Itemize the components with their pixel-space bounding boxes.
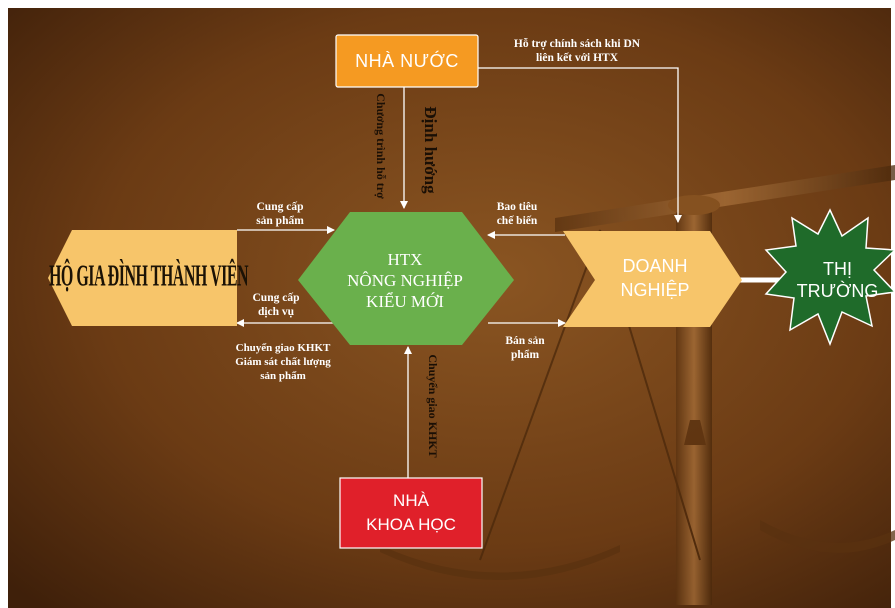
label-chuyen-giao-khkt: Chuyển giao KHKT [424, 346, 440, 466]
label-ban-san-pham: Bán sản phẩm [494, 334, 556, 362]
label-chuyen-giao-khkt-text: Chuyển giao KHKT [426, 354, 440, 457]
label-cung-cap-san-pham: Cung cấp sản phẩm [244, 200, 316, 228]
label-chuong-trinh-ho-tro-text: Chương trình hỗ trợ [374, 93, 388, 199]
doanh-nghiep-label: DOANH NGHIỆP [600, 240, 710, 316]
label-cung-cap-san-pham-line-1: Cung cấp [244, 200, 316, 214]
thi-truong-label: THỊ TRƯỜNG [780, 250, 895, 310]
label-bao-tieu-che-bien-line-1: Bao tiêu [486, 200, 548, 214]
htx-line-3: KIỂU MỚI [366, 291, 444, 312]
doanh-nghiep-line-2: NGHIỆP [620, 278, 689, 302]
label-cung-cap-dich-vu-line-2: dịch vụ [240, 305, 312, 319]
thi-truong-line-2: TRƯỜNG [797, 280, 879, 302]
thi-truong-line-1: THỊ [823, 258, 852, 280]
htx-line-1: HTX [388, 249, 423, 270]
label-cung-cap-dich-vu-line-1: Cung cấp [240, 291, 312, 305]
label-dinh-huong-text: Định hướng [421, 106, 440, 193]
nha-khoa-hoc-line-2: KHOA HỌC [366, 513, 456, 537]
nha-nuoc-label: NHÀ NƯỚC [336, 35, 478, 87]
htx-line-2: NÔNG NGHIỆP [347, 270, 463, 291]
doanh-nghiep-line-1: DOANH [622, 254, 687, 278]
label-dinh-huong: Định hướng [420, 90, 440, 210]
nha-nuoc-text: NHÀ NƯỚC [355, 51, 459, 72]
nha-khoa-hoc-line-1: NHÀ [393, 489, 429, 513]
label-chuyen-giao-giam-sat: Chuyển giao KHKT Giám sát chất lượng sản… [218, 341, 348, 383]
label-chuyen-giao-giam-sat-line-3: sản phẩm [218, 369, 348, 383]
nha-khoa-hoc-label: NHÀ KHOA HỌC [340, 478, 482, 548]
label-bao-tieu-che-bien: Bao tiêu chế biến [486, 200, 548, 228]
label-ho-tro-chinh-sach-line-1: Hỗ trợ chính sách khi DN [482, 37, 672, 51]
label-ho-tro-chinh-sach: Hỗ trợ chính sách khi DN liên kết với HT… [482, 37, 672, 65]
label-ban-san-pham-line-2: phẩm [494, 348, 556, 362]
label-cung-cap-san-pham-line-2: sản phẩm [244, 214, 316, 228]
label-ban-san-pham-line-1: Bán sản [494, 334, 556, 348]
label-ho-tro-chinh-sach-line-2: liên kết với HTX [482, 51, 672, 65]
ho-gia-dinh-text: HỘ GIA ĐÌNH THÀNH VIÊN [49, 261, 248, 295]
label-chuong-trinh-ho-tro: Chương trình hỗ trợ [372, 86, 388, 206]
htx-label: HTX NÔNG NGHIỆP KIỂU MỚI [330, 240, 480, 320]
label-chuyen-giao-giam-sat-line-2: Giám sát chất lượng [218, 355, 348, 369]
label-cung-cap-dich-vu: Cung cấp dịch vụ [240, 291, 312, 319]
label-chuyen-giao-giam-sat-line-1: Chuyển giao KHKT [218, 341, 348, 355]
label-bao-tieu-che-bien-line-2: chế biến [486, 214, 548, 228]
ho-gia-dinh-label: HỘ GIA ĐÌNH THÀNH VIÊN [60, 230, 237, 326]
